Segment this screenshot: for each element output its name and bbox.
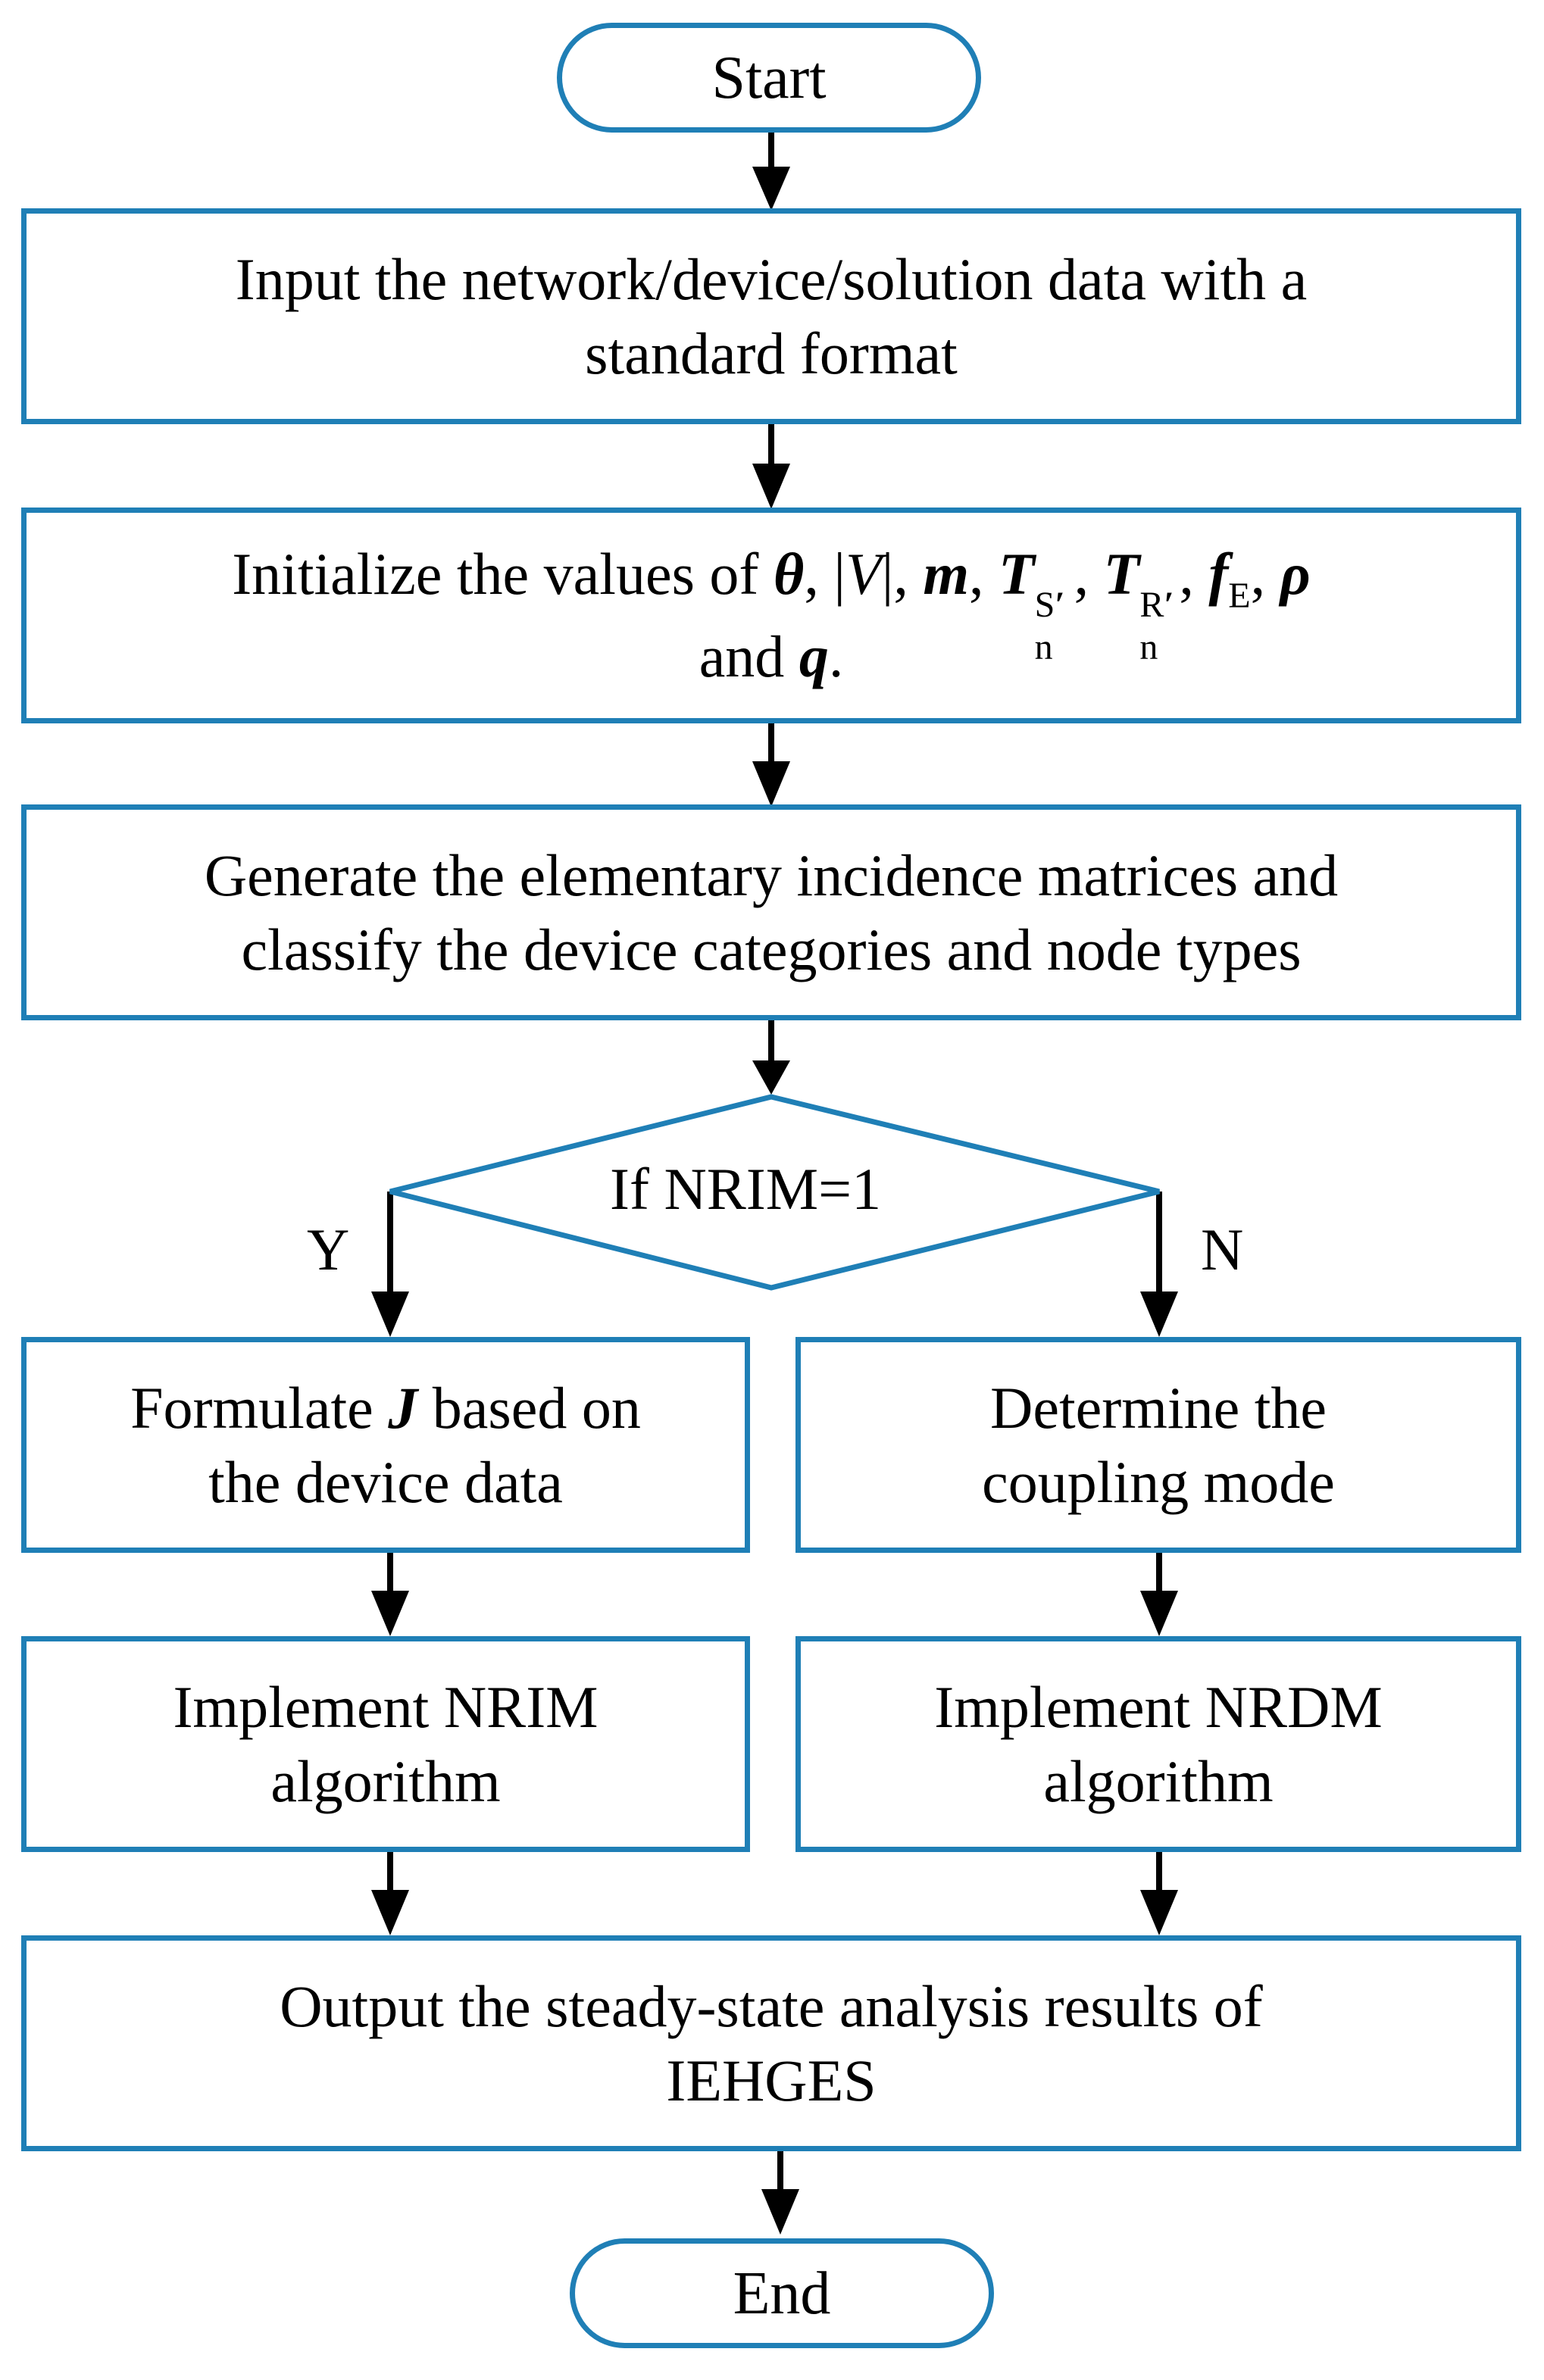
arrowhead-output-right <box>1140 1890 1178 1935</box>
var-V: V <box>845 541 882 607</box>
no-branch-label: N <box>1201 1217 1244 1282</box>
implement-nrdm-step: Implement NRDM algorithm <box>795 1636 1521 1852</box>
decision-label: If NRIM=1 <box>610 1156 882 1222</box>
init-prefix: Initialize the values of <box>232 541 774 607</box>
end-label: End <box>733 2260 831 2327</box>
sep: |, <box>881 541 924 607</box>
arrowhead-yes <box>371 1292 409 1337</box>
output-results-step: Output the steady-state analysis results… <box>21 1935 1521 2151</box>
sep: , <box>1250 541 1280 607</box>
formulate-suffix: based on <box>417 1374 641 1441</box>
var-f: f <box>1208 541 1229 607</box>
prime: ′ <box>1164 585 1174 625</box>
arrowhead-nrim <box>371 1591 409 1636</box>
input-data-step: Input the network/device/solution data w… <box>21 208 1521 424</box>
var-T-return: T <box>1103 541 1140 607</box>
init-period: . <box>828 623 844 689</box>
sep: , | <box>804 541 846 607</box>
formulate-line-1: Formulate J based on <box>130 1371 641 1445</box>
yes-branch-label: Y <box>307 1217 350 1282</box>
formulate-line-2: the device data <box>208 1448 563 1515</box>
sep: , <box>1074 541 1104 607</box>
formulate-jacobian-step: Formulate J based on the device data <box>21 1337 750 1553</box>
formulate-prefix: Formulate <box>130 1374 389 1441</box>
var-J: J <box>388 1374 418 1441</box>
nrim-line-2: algorithm <box>270 1748 501 1814</box>
arrowhead-init <box>752 464 790 509</box>
arrowhead-decision <box>752 1060 790 1095</box>
arrowhead-end <box>761 2189 799 2235</box>
sep: , <box>1179 541 1209 607</box>
determine-line-2: coupling mode <box>982 1448 1335 1515</box>
implement-nrim-step: Implement NRIM algorithm <box>21 1636 750 1852</box>
sup-S: S <box>1034 585 1055 625</box>
var-T-supply: T <box>999 541 1035 607</box>
nrdm-line-2: algorithm <box>1043 1748 1274 1814</box>
arrowhead-no <box>1140 1292 1178 1337</box>
var-rho: ρ <box>1280 541 1311 607</box>
decision-diamond <box>389 1094 1160 1291</box>
arrowhead-output-left <box>371 1890 409 1935</box>
input-line-1: Input the network/device/solution data w… <box>235 245 1308 312</box>
prime: ′ <box>1055 585 1065 625</box>
var-m: m <box>923 541 969 607</box>
var-theta: θ <box>773 541 805 607</box>
arrowhead-generate <box>752 761 790 807</box>
sub-E: E <box>1228 576 1251 616</box>
sup-R: R <box>1139 585 1164 625</box>
nrdm-line-1: Implement NRDM <box>934 1673 1383 1740</box>
output-line-1: Output the steady-state analysis results… <box>280 1972 1263 2039</box>
output-line-2: IEHGES <box>666 2047 877 2113</box>
var-q: q <box>799 623 829 689</box>
end-terminal: End <box>570 2238 994 2348</box>
generate-step: Generate the elementary incidence matric… <box>21 804 1521 1020</box>
sub-n: n <box>1034 627 1053 667</box>
sub-n: n <box>1139 627 1158 667</box>
input-line-2: standard format <box>585 320 958 386</box>
determine-line-1: Determine the <box>990 1374 1327 1441</box>
nrim-line-1: Implement NRIM <box>173 1673 599 1740</box>
generate-line-1: Generate the elementary incidence matric… <box>204 842 1339 908</box>
start-terminal: Start <box>557 23 981 133</box>
determine-coupling-step: Determine the coupling mode <box>795 1337 1521 1553</box>
start-label: Start <box>711 44 827 111</box>
sep: , <box>969 541 999 607</box>
arrowhead-input <box>752 167 790 211</box>
generate-line-2: classify the device categories and node … <box>241 916 1302 982</box>
initialize-line-2: and q. <box>699 620 844 694</box>
init-and: and <box>699 623 799 689</box>
arrowhead-nrdm <box>1140 1591 1178 1636</box>
